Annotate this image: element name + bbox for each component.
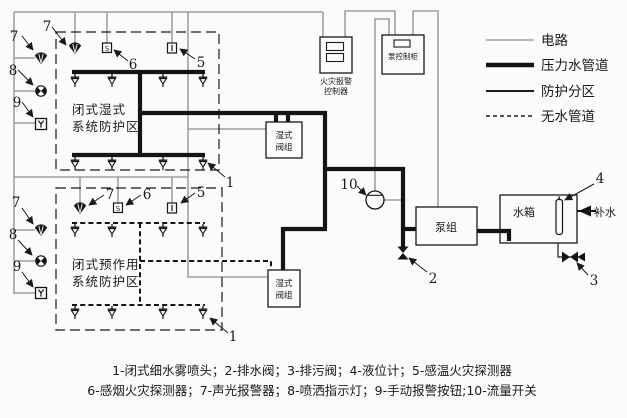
wet-valve-group-1: 湿式 阀组 [265, 121, 303, 159]
caption: 1-闭式细水雾喷头；2-排水阀；3-排污阀；4-液位计；5-感温火灾探测器 6-… [87, 363, 536, 398]
legend-label-protection-zone: 防护分区 [541, 84, 595, 100]
callout-numbers: 7 8 9 7 6 5 1 7 8 9 7 6 5 1 10 2 3 4 [9, 19, 605, 345]
callout-6: 6 [129, 57, 138, 73]
makeup-water-label: 补水 [594, 206, 616, 219]
caption-line-2: 6-感烟火灾探测器；7-声光报警器；8-喷洒指示灯；9-手动报警按钮;10-流量… [87, 383, 536, 398]
spray-indicator-light-icon [35, 255, 47, 267]
legend-label-no-water-pipe: 无水管道 [541, 109, 595, 125]
preaction-zone-title: 闭式预作用 [72, 257, 140, 272]
blowdown-valve [557, 243, 585, 263]
callout-8: 8 [9, 227, 18, 243]
callout-7: 7 [43, 19, 52, 35]
zone-titles: 闭式湿式 系统防护区 闭式预作用 系统防护区 [72, 102, 140, 289]
svg-text:系统防护区: 系统防护区 [72, 119, 140, 134]
pressure-water-pipes [72, 69, 416, 270]
makeup-water-arrow-icon [578, 205, 591, 217]
smoke-detector-icon: S [112, 202, 124, 214]
callout-arrows [17, 26, 595, 334]
pump-control-cabinet-label: 泵控制柜 [388, 51, 418, 61]
legend: 电路 压力水管道 防护分区 无水管道 [486, 33, 609, 125]
detectors-and-alarm-devices: S S [34, 41, 178, 300]
callout-9: 9 [13, 259, 22, 275]
callout-7: 7 [12, 195, 21, 211]
svg-text:湿式: 湿式 [275, 278, 293, 289]
pump-group: 泵组 [415, 206, 478, 246]
pump-group-label: 泵组 [435, 220, 457, 234]
callout-4: 4 [596, 171, 605, 187]
manual-alarm-button-icon [34, 286, 48, 300]
callout-5: 5 [197, 55, 206, 71]
callout-8: 8 [9, 63, 18, 79]
callout-5: 5 [197, 185, 206, 201]
no-water-pipes [72, 222, 272, 306]
wet-zone-title: 闭式湿式 [72, 102, 126, 117]
legend-label-circuit: 电路 [541, 33, 569, 49]
svg-text:湿式: 湿式 [275, 130, 293, 141]
callout-7: 7 [10, 29, 19, 45]
heat-detector-icon [166, 42, 178, 54]
svg-text:S: S [116, 205, 121, 213]
makeup-water-inlet: 补水 [577, 205, 616, 219]
spray-indicator-light-icon [35, 85, 47, 97]
svg-text:阀组: 阀组 [275, 290, 293, 301]
caption-line-1: 1-闭式细水雾喷头；2-排水阀；3-排污阀；4-液位计；5-感温火灾探测器 [112, 363, 512, 378]
fire-alarm-controller-label: 火灾报警 [320, 76, 352, 86]
callout-9: 9 [13, 95, 22, 111]
drain-valve-icon [397, 246, 409, 260]
level-gauge-icon [555, 196, 564, 236]
callout-3: 3 [590, 273, 599, 289]
smoke-detector-icon: S [101, 42, 113, 54]
preaction-zone-boundary [55, 187, 223, 331]
water-tank: 水箱 [499, 194, 578, 244]
svg-text:阀组: 阀组 [275, 142, 293, 153]
callout-1: 1 [229, 329, 238, 345]
pump-control-cabinet: 泵控制柜 [381, 34, 425, 75]
legend-label-pressure-pipe: 压力水管道 [541, 58, 609, 74]
water-tank-label: 水箱 [513, 205, 535, 219]
flow-switch [365, 190, 385, 210]
callout-1: 1 [226, 175, 235, 191]
svg-text:S: S [105, 45, 110, 53]
callout-7: 7 [106, 187, 115, 203]
callout-2: 2 [429, 271, 438, 287]
callout-10: 10 [340, 177, 357, 193]
wet-valve-group-2: 湿式 阀组 [267, 269, 301, 308]
svg-text:系统防护区: 系统防护区 [72, 274, 140, 289]
svg-text:控制器: 控制器 [324, 86, 348, 96]
wet-zone-boundary [55, 31, 220, 171]
electric-circuit-lines [13, 10, 439, 294]
manual-alarm-button-icon [34, 117, 48, 131]
callout-6: 6 [143, 187, 152, 203]
pump-suction-pipe [477, 228, 512, 241]
protection-zone-boundaries [55, 31, 223, 331]
fire-alarm-controller: 火灾报警 控制器 [319, 36, 353, 96]
heat-detector-icon [166, 202, 178, 214]
